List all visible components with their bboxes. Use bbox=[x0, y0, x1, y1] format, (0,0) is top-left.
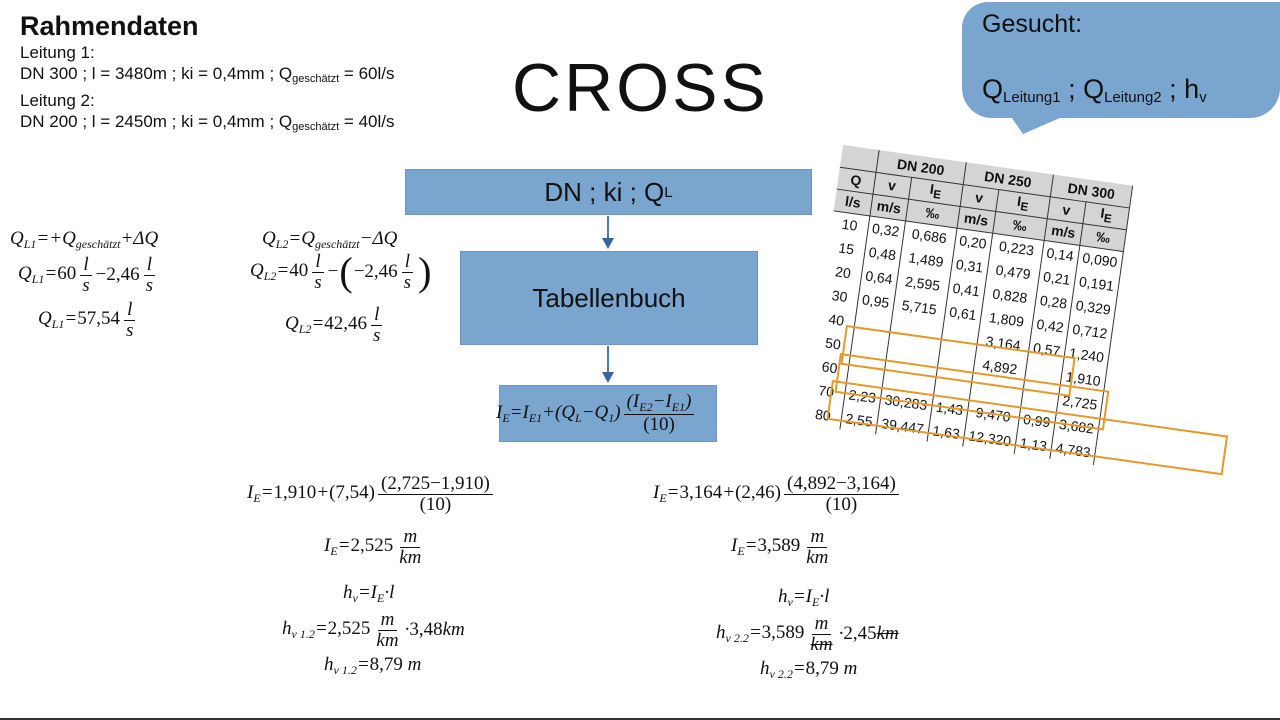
leitung2-data: DN 200 ; l = 2450m ; ki = 0,4mm ; Qgesch… bbox=[20, 112, 395, 133]
bottom-border bbox=[0, 718, 1280, 720]
rahmendaten-block: Rahmendaten Leitung 1: DN 300 ; l = 3480… bbox=[20, 10, 395, 138]
rahmendaten-title: Rahmendaten bbox=[20, 11, 199, 41]
gesucht-bubble: Gesucht: QLeitung1 ; QLeitung2 ; hv bbox=[962, 2, 1280, 118]
calc-left-hv-formula: hv=IE·l bbox=[343, 582, 395, 605]
flow-box-tabellenbuch: Tabellenbuch bbox=[460, 251, 758, 345]
gesucht-values: QLeitung1 ; QLeitung2 ; hv bbox=[982, 74, 1207, 106]
arrow-down-icon bbox=[602, 238, 614, 249]
page-title: CROSS bbox=[512, 50, 769, 126]
eq-ql2-definition: QL2=Qgeschätzt−ΔQ bbox=[262, 228, 398, 251]
flow-arrow-2-line bbox=[607, 346, 609, 373]
flow-box-interpolation: IE=IE1+(QL−Q1) (IE2−IE1)(10) bbox=[496, 385, 717, 442]
eq-ql1-definition: QL1=+Qgeschätzt+ΔQ bbox=[10, 228, 159, 251]
leitung1-label: Leitung 1: bbox=[20, 43, 95, 62]
calc-right-hv-formula: hv=IE·l bbox=[778, 586, 830, 609]
arrow-down-icon bbox=[602, 372, 614, 383]
gesucht-label: Gesucht: bbox=[982, 10, 1083, 38]
flow-arrow-1-line bbox=[607, 216, 609, 240]
calc-right-ie: IE=3,164+(2,46) (4,892−3,164)(10) bbox=[653, 474, 902, 515]
leitung2-label: Leitung 2: bbox=[20, 91, 95, 110]
calc-left-hv-result: hv 1.2=8,79 m bbox=[324, 654, 422, 677]
leitung1-data: DN 300 ; l = 3480m ; ki = 0,4mm ; Qgesch… bbox=[20, 64, 395, 85]
calc-left-ie: IE=1,910+(7,54) (2,725−1,910)(10) bbox=[247, 474, 496, 515]
calc-right-hv-result: hv 2.2=8,79 m bbox=[760, 658, 858, 681]
